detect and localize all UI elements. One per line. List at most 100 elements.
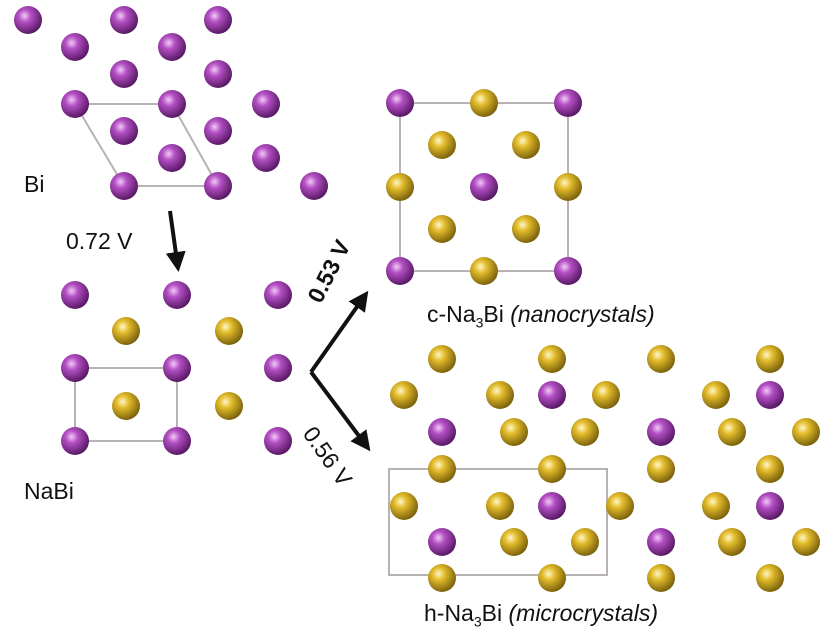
bi-atom xyxy=(61,90,89,118)
bi-atom xyxy=(386,257,414,285)
bi-atom xyxy=(61,33,89,61)
na-atom xyxy=(647,345,675,373)
bi-atom xyxy=(61,281,89,309)
nabi-unit-cell xyxy=(74,367,178,442)
bi-atom xyxy=(252,144,280,172)
h-na3bi-note: (microcrystals) xyxy=(508,600,659,626)
bi-atom xyxy=(428,528,456,556)
na-atom xyxy=(792,528,820,556)
na-atom xyxy=(756,455,784,483)
bi-atom xyxy=(163,354,191,382)
bi-structure xyxy=(14,6,328,200)
bi-atom xyxy=(300,172,328,200)
na-atom xyxy=(486,381,514,409)
bi-atom xyxy=(252,90,280,118)
h-na3bi-subscript: 3 xyxy=(473,613,482,630)
na-atom xyxy=(756,345,784,373)
na-atom xyxy=(512,215,540,243)
arrow-to-hex xyxy=(309,370,371,452)
na-atom xyxy=(647,564,675,592)
bi-atom xyxy=(204,60,232,88)
na-atom xyxy=(718,528,746,556)
na-atom xyxy=(390,492,418,520)
na-atom xyxy=(386,173,414,201)
bi-atom xyxy=(538,381,566,409)
na-atom xyxy=(428,215,456,243)
na-atom xyxy=(606,492,634,520)
arrow-bi-to-nabi xyxy=(165,210,186,272)
bi-atom xyxy=(647,418,675,446)
bi-atom xyxy=(61,354,89,382)
bi-atom xyxy=(647,528,675,556)
na-atom xyxy=(702,492,730,520)
na-atom xyxy=(390,381,418,409)
bi-atom xyxy=(264,354,292,382)
bi-atom xyxy=(470,173,498,201)
na-atom xyxy=(571,418,599,446)
bi-atom xyxy=(264,281,292,309)
na-atom xyxy=(112,392,140,420)
na-atom xyxy=(428,564,456,592)
na-atom xyxy=(702,381,730,409)
na-atom xyxy=(554,173,582,201)
c-na3bi-note: (nanocrystals) xyxy=(510,301,655,327)
na-atom xyxy=(500,418,528,446)
bi-unit-cell xyxy=(73,103,220,187)
c-na3bi-subscript: 3 xyxy=(475,314,484,331)
na-atom xyxy=(538,564,566,592)
na-atom xyxy=(647,455,675,483)
na-atom xyxy=(538,455,566,483)
arrow-to-cubic xyxy=(309,290,369,374)
na-atom xyxy=(756,564,784,592)
bi-atom xyxy=(163,281,191,309)
na-atom xyxy=(215,392,243,420)
bi-atom xyxy=(554,257,582,285)
bi-atom xyxy=(61,427,89,455)
bi-atom xyxy=(110,172,138,200)
bi-atom xyxy=(158,33,186,61)
na-atom xyxy=(571,528,599,556)
bi-atom xyxy=(204,117,232,145)
na-atom xyxy=(112,317,140,345)
bi-atom xyxy=(110,60,138,88)
na-atom xyxy=(428,131,456,159)
na-atom xyxy=(428,345,456,373)
bi-atom xyxy=(386,89,414,117)
bi-atom xyxy=(756,381,784,409)
h-na3bi-prefix: h-Na xyxy=(424,600,474,626)
h-na3bi-structure xyxy=(390,345,820,592)
bi-atom xyxy=(428,418,456,446)
bi-atom xyxy=(264,427,292,455)
bi-atom xyxy=(14,6,42,34)
bi-atom xyxy=(538,492,566,520)
h-na3bi-unit-cell xyxy=(388,468,608,576)
bi-atom xyxy=(110,117,138,145)
bi-atom xyxy=(554,89,582,117)
c-na3bi-structure xyxy=(386,89,582,285)
nabi-structure xyxy=(61,281,292,455)
bi-atom xyxy=(158,144,186,172)
bi-label: Bi xyxy=(24,171,45,197)
na-atom xyxy=(428,455,456,483)
bi-atom xyxy=(756,492,784,520)
na-atom xyxy=(538,345,566,373)
na-atom xyxy=(500,528,528,556)
na-atom xyxy=(718,418,746,446)
h-na3bi-label: h-Na3Bi (microcrystals) xyxy=(424,602,658,629)
nabi-label: NaBi xyxy=(24,478,74,504)
c-na3bi-label: c-Na3Bi (nanocrystals) xyxy=(427,303,655,330)
bi-atom xyxy=(204,172,232,200)
h-na3bi-suffix: Bi xyxy=(481,600,503,626)
voltage-label-bi-to-nabi: 0.72 V xyxy=(66,228,133,254)
atoms-layer xyxy=(14,6,820,592)
bi-atom xyxy=(204,6,232,34)
na-atom xyxy=(470,257,498,285)
bi-atom xyxy=(163,427,191,455)
c-na3bi-prefix: c-Na xyxy=(427,301,476,327)
na-atom xyxy=(486,492,514,520)
c-na3bi-suffix: Bi xyxy=(483,301,504,327)
na-atom xyxy=(215,317,243,345)
na-atom xyxy=(512,131,540,159)
bi-atom xyxy=(110,6,138,34)
